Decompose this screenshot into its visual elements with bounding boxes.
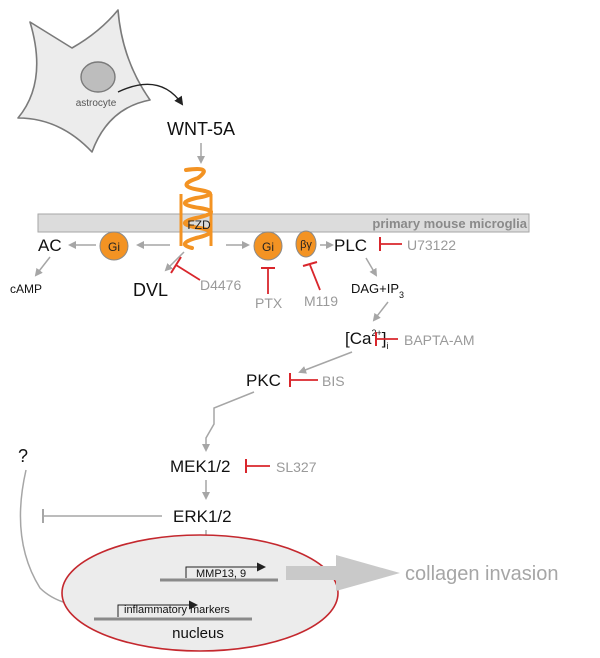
ptx-label: PTX [255,295,283,311]
dag-ip3-label: DAG+IP3 [351,281,404,300]
astrocyte-cell: astrocyte [17,9,151,153]
astrocyte-nucleus [80,61,116,93]
d4476-label: D4476 [200,277,241,293]
u73122-label: U73122 [407,237,456,253]
unknown-factor-label: ? [18,446,28,466]
camp-label: cAMP [10,282,42,296]
secretion-arrow [117,83,184,106]
ac-label: AC [38,236,62,255]
d4476-inhibitor-line [175,264,201,281]
d4476-inhibitor-bar [170,256,182,274]
fzd-receptor-helices [179,194,213,246]
plc-to-dag-arrow [365,257,378,277]
beta-gamma-label: βγ [300,239,312,251]
inflammatory-markers-label: inflammatory markers [124,604,230,616]
sl327-label: SL327 [276,459,317,475]
ca-to-pkc-arrow [298,351,353,374]
nucleus [61,534,339,652]
gi-right-label: Gi [262,240,274,254]
mmp-promoter-arrow [185,562,266,578]
erk-label: ERK1/2 [173,507,232,526]
dvl-label: DVL [133,280,168,300]
bapta-label: BAPTA-AM [404,332,475,348]
plc-label: PLC [334,236,367,255]
cell-membrane [37,213,530,233]
beta-gamma-protein [295,230,317,258]
fzd-receptor-icon [183,167,213,250]
wnt5a-label: WNT-5A [167,119,235,139]
m119-label: M119 [304,293,338,309]
pkc-to-mek-arrow [202,391,255,452]
collagen-invasion-label: collagen invasion [405,563,558,585]
mmp-label: MMP13, 9 [196,568,246,580]
gi-left-label: Gi [108,240,120,254]
pkc-label: PKC [246,371,281,390]
m119-inhibitor-bar [302,261,318,267]
ac-to-camp-arrow [34,256,51,277]
m119-inhibitor-line [309,264,321,291]
gi-left-protein [99,231,129,261]
bis-label: BIS [322,373,345,389]
nucleus-label: nucleus [172,625,224,642]
gi-right-protein [253,231,283,261]
astrocyte-label: astrocyte [76,98,117,109]
collagen-invasion-arrow [286,555,400,591]
mek-label: MEK1/2 [170,457,230,476]
dag-to-ca-arrow [372,301,389,322]
membrane-label: primary mouse microglia [372,216,527,231]
inflammatory-promoter-arrow [117,600,198,617]
fzd-to-dvl-arrow [164,251,185,272]
fzd-label: FZD [187,218,211,232]
